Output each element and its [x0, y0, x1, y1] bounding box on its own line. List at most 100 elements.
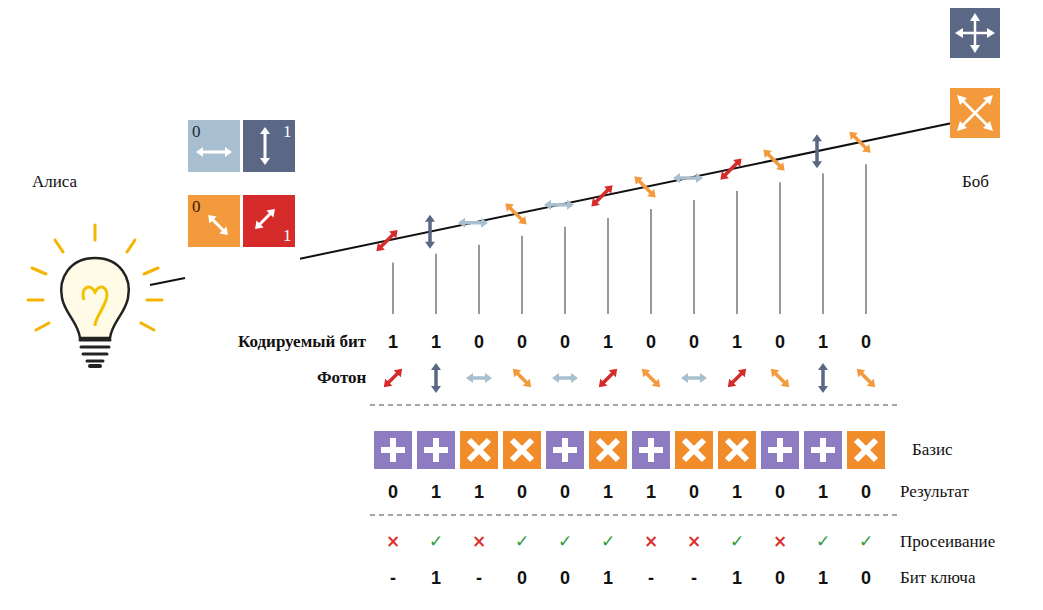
row-label: Базис	[912, 440, 953, 460]
basis-square	[589, 431, 627, 469]
polarization-arrow	[505, 203, 526, 224]
arrow-shaft	[464, 221, 483, 225]
polarization-arrow	[544, 200, 574, 210]
arrow-shaft	[732, 373, 742, 383]
basis-square	[460, 431, 498, 469]
basis-plus	[424, 438, 448, 462]
arrow-head	[431, 386, 441, 393]
polarization-arrow	[857, 369, 875, 387]
arrow-shaft	[724, 162, 737, 175]
encoded-bit: 0	[646, 332, 656, 353]
arrow-head	[431, 363, 441, 370]
key-bit: 0	[560, 568, 570, 589]
basis-cross	[469, 440, 489, 460]
measured-bit: 0	[689, 482, 699, 503]
beam-line	[150, 278, 185, 285]
arrow-head	[260, 158, 270, 165]
polarization-arrow	[599, 369, 617, 387]
polarization-arrow	[196, 147, 232, 157]
arrow-shaft	[646, 373, 656, 383]
basis-square	[804, 431, 842, 469]
arrow-head	[544, 200, 551, 210]
basis-cross	[598, 440, 618, 460]
arrow-shaft	[595, 189, 608, 202]
row-label: Фотон	[317, 368, 366, 388]
tick-line	[435, 254, 437, 314]
arrow-head	[673, 173, 680, 183]
basis-square	[718, 431, 756, 469]
arrow-head	[518, 216, 526, 224]
arrow-shaft	[821, 369, 825, 388]
arrow-shaft	[509, 207, 522, 220]
polarization-arrow	[728, 369, 746, 387]
photons-and-bases	[374, 132, 885, 469]
arrow-head	[812, 134, 822, 141]
measured-bit: 0	[517, 482, 527, 503]
polarization-arrow	[673, 173, 703, 183]
polarization-arrow	[260, 127, 270, 165]
arrow-head	[771, 369, 779, 377]
polarization-arrow	[458, 218, 488, 228]
bit-value: 0	[192, 123, 201, 140]
basis-square	[675, 431, 713, 469]
polarization-arrow	[376, 230, 397, 251]
basis-square	[546, 431, 584, 469]
tick-line	[736, 191, 738, 314]
key-bit: -	[648, 568, 654, 589]
light-bulb	[28, 225, 162, 366]
measured-bit: 1	[818, 482, 828, 503]
encoded-bit: 1	[603, 332, 613, 353]
tick-line	[822, 173, 824, 314]
tick-line	[392, 263, 394, 314]
tick-line	[779, 182, 781, 314]
sifting-mark: ×	[687, 532, 701, 552]
arrow-head	[728, 379, 736, 387]
beam-line	[300, 118, 975, 258]
arrow-head	[481, 218, 488, 228]
party-name: Алиса	[32, 172, 77, 192]
arrow-head	[485, 373, 492, 383]
arrow-head	[591, 198, 599, 206]
arrow-head	[857, 369, 865, 377]
bob-filter-cross	[950, 88, 1000, 138]
basis-square	[761, 431, 799, 469]
arrow-head	[818, 363, 828, 370]
tick-line	[865, 164, 867, 314]
basis-square	[847, 431, 885, 469]
encoded-bit: 1	[431, 332, 441, 353]
arrow-head	[652, 379, 660, 387]
measured-bit: 0	[775, 482, 785, 503]
polarizer-square: 0	[188, 195, 240, 247]
arrow-shaft	[815, 140, 819, 163]
sifting-mark: ✓	[601, 532, 615, 552]
arrow-shaft	[259, 213, 271, 225]
bit-value: 1	[283, 123, 292, 140]
arrow-head	[696, 173, 703, 183]
sifting-mark: ✓	[859, 532, 873, 552]
polarization-arrow	[431, 363, 441, 393]
encoded-bit: 0	[689, 332, 699, 353]
polarization-arrow	[771, 369, 789, 387]
polarization-arrow	[818, 363, 828, 393]
bob-filter-plus	[950, 8, 1000, 58]
arrow-head	[720, 171, 728, 179]
arrow-head	[219, 226, 227, 234]
key-bit: 1	[818, 568, 828, 589]
bit-value: 0	[192, 198, 201, 215]
encoded-bit: 0	[775, 332, 785, 353]
arrow-head	[733, 158, 741, 166]
key-bit: -	[476, 568, 482, 589]
arrow-head	[700, 373, 707, 383]
key-bit: -	[390, 568, 396, 589]
arrow-head	[225, 147, 232, 157]
polarization-arrow	[812, 134, 822, 168]
arrow-head	[681, 373, 688, 383]
polarization-arrow	[642, 369, 660, 387]
arrow-shaft	[861, 373, 871, 383]
tick-line	[521, 236, 523, 314]
arrow-head	[849, 132, 857, 140]
encoded-bit: 0	[517, 332, 527, 353]
polarizer-square: 1	[243, 120, 295, 172]
key-bit: -	[691, 568, 697, 589]
arrow-head	[571, 373, 578, 383]
